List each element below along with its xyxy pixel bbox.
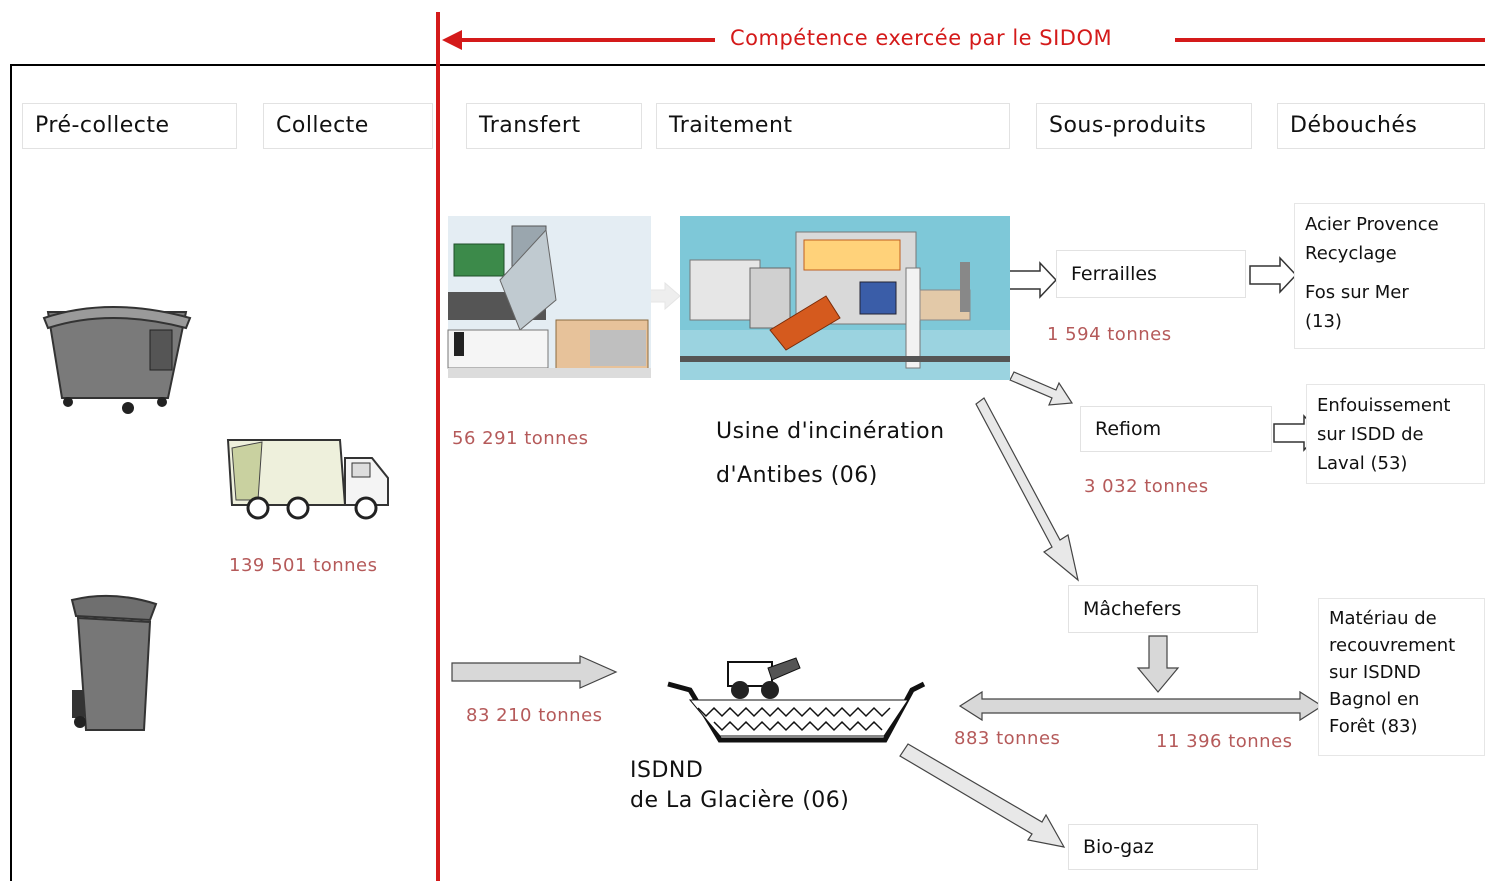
sidom-arrow-head [442, 30, 462, 50]
sidom-banner: Compétence exercée par le SIDOM [730, 26, 1113, 50]
mat-line1: Matériau de [1329, 608, 1437, 629]
tonnage-machefers-isdnd: 883 tonnes [954, 728, 1061, 749]
mat-line5: Forêt (83) [1329, 716, 1418, 737]
acier-line1: Acier Provence [1305, 214, 1439, 235]
transfer-to-isdnd-arrow [451, 655, 618, 689]
machefers-bidirectional-arrow [958, 690, 1324, 722]
plant-to-refiom-arrow [1009, 371, 1074, 406]
tonnage-collecte: 139 501 tonnes [229, 555, 378, 576]
incinerator-plant-icon [680, 216, 1010, 380]
isdnd-label: ISDND de La Glacière (06) [630, 756, 849, 816]
isdnd-to-biogaz-arrow [899, 743, 1066, 848]
tonnage-transfert-usine: 56 291 tonnes [452, 428, 589, 449]
mat-line4: Bagnol en [1329, 689, 1420, 710]
byproduct-biogaz: Bio-gaz [1068, 824, 1258, 870]
acier-line3: Fos sur Mer [1305, 282, 1409, 303]
landfill-compactor-icon [667, 657, 926, 743]
wheelie-bin-icon [70, 594, 158, 731]
usine-label: Usine d'incinération d'Antibes (06) [716, 410, 945, 498]
destination-materiau-recouvrement: Matériau de recouvrement sur ISDND Bagno… [1318, 598, 1485, 756]
garbage-truck-icon [226, 439, 389, 520]
isdnd-label-line1: ISDND [630, 758, 704, 783]
transfer-to-plant-arrow [649, 281, 681, 311]
tonnage-refiom: 3 032 tonnes [1084, 476, 1209, 497]
byproduct-refiom: Refiom [1080, 406, 1272, 452]
header-collecte: Collecte [263, 103, 433, 149]
header-transfert: Transfert [466, 103, 642, 149]
usine-label-line1: Usine d'incinération [716, 419, 945, 444]
mat-line2: recouvrement [1329, 635, 1456, 656]
tonnage-ferrailles: 1 594 tonnes [1047, 324, 1172, 345]
usine-label-line2: d'Antibes (06) [716, 463, 878, 488]
byproduct-ferrailles: Ferrailles [1056, 250, 1246, 298]
container-bin-icon [42, 306, 192, 414]
plant-to-machefers-arrow [975, 397, 1079, 582]
header-precollecte: Pré-collecte [22, 103, 237, 149]
tonnage-transfert-isdnd: 83 210 tonnes [466, 705, 603, 726]
transfer-station-icon [447, 216, 651, 378]
destination-enfouissement: Enfouissement sur ISDD de Laval (53) [1306, 384, 1485, 484]
header-traitement: Traitement [656, 103, 1010, 149]
byproduct-machefers: Mâchefers [1068, 585, 1258, 633]
mat-line3: sur ISDND [1329, 662, 1421, 683]
ferrailles-to-acier-arrow [1249, 256, 1298, 294]
destination-acier-provence: Acier Provence Recyclage Fos sur Mer (13… [1294, 203, 1485, 349]
tonnage-machefers-bagnols: 11 396 tonnes [1156, 731, 1293, 752]
plant-to-ferrailles-arrow [1007, 261, 1058, 299]
enfouis-line3: Laval (53) [1317, 453, 1408, 474]
machefers-down-arrow [1136, 635, 1180, 693]
acier-line2: Recyclage [1305, 243, 1397, 264]
header-sous-produits: Sous-produits [1036, 103, 1252, 149]
enfouis-line1: Enfouissement [1317, 395, 1451, 416]
header-debouches: Débouchés [1277, 103, 1485, 149]
acier-line4: (13) [1305, 311, 1342, 332]
isdnd-label-line2: de La Glacière (06) [630, 788, 850, 813]
enfouis-line2: sur ISDD de [1317, 424, 1424, 445]
